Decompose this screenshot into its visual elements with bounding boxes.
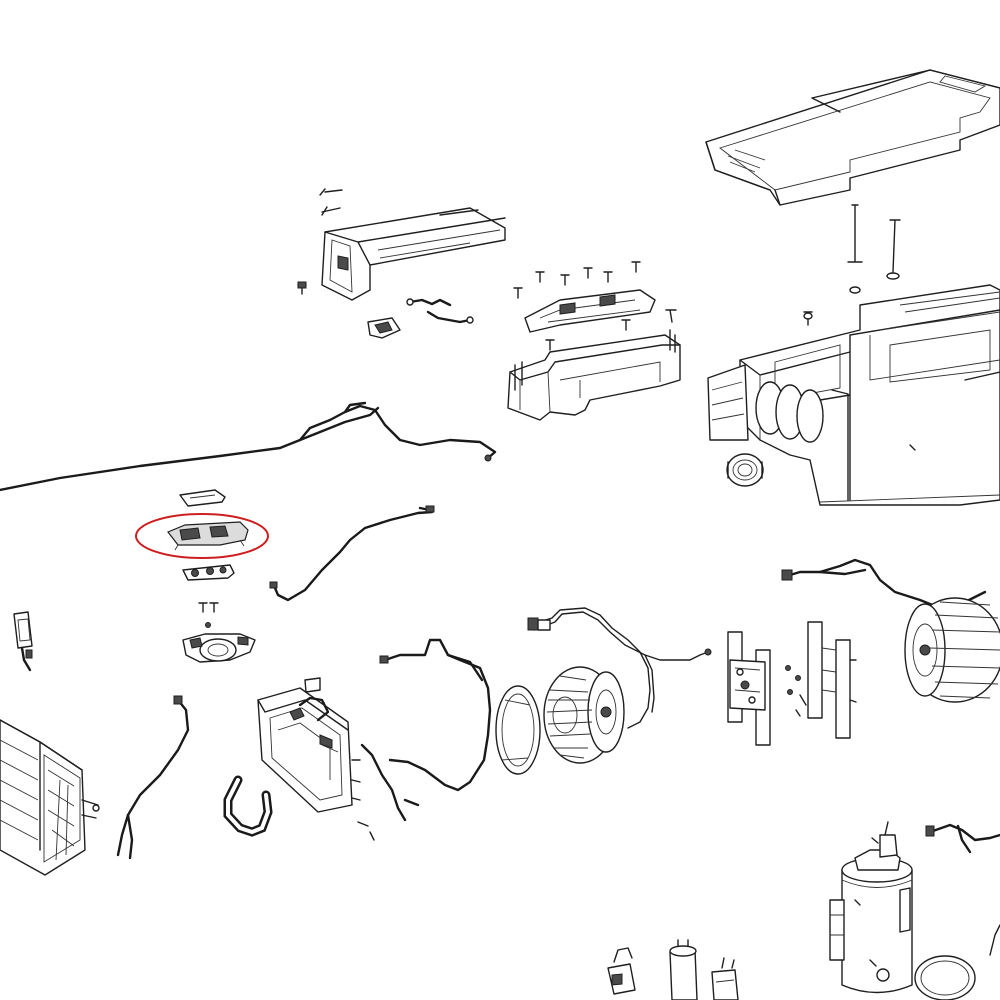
control-panel-housing[interactable] bbox=[321, 207, 506, 301]
display-board-bracket[interactable] bbox=[167, 521, 249, 551]
capacitor[interactable] bbox=[669, 939, 698, 1000]
fan-motor-wire[interactable] bbox=[379, 638, 492, 792]
power-cord[interactable] bbox=[0, 401, 497, 492]
signal-wire[interactable] bbox=[269, 505, 435, 602]
display-board-screws bbox=[198, 602, 219, 628]
compressor-wire[interactable] bbox=[925, 823, 1000, 854]
motor-screws bbox=[785, 665, 807, 717]
electrical-box[interactable] bbox=[257, 677, 375, 841]
sensor-probe[interactable] bbox=[13, 611, 33, 672]
fan-ring[interactable] bbox=[495, 685, 541, 775]
blower-fan-right[interactable] bbox=[904, 597, 1000, 703]
condensate-hose[interactable] bbox=[223, 775, 273, 837]
overload-protector[interactable] bbox=[711, 957, 739, 1000]
display-bracket bbox=[367, 298, 474, 339]
motor-bracket-left[interactable] bbox=[727, 631, 771, 746]
control-screws bbox=[297, 188, 343, 295]
highlight-ellipse bbox=[135, 513, 269, 559]
box-wire[interactable] bbox=[298, 696, 420, 822]
compressor[interactable] bbox=[829, 821, 913, 994]
screws bbox=[803, 204, 901, 326]
center-bracket-assembly[interactable] bbox=[507, 289, 681, 421]
display-board-cover[interactable] bbox=[179, 489, 226, 507]
relay-parts[interactable] bbox=[607, 947, 636, 995]
screws-row bbox=[513, 261, 677, 351]
main-base-housing[interactable] bbox=[707, 284, 1000, 506]
display-board-clip[interactable] bbox=[182, 564, 235, 581]
drain-plug bbox=[726, 453, 764, 487]
capillary-tube[interactable] bbox=[527, 607, 712, 729]
top-cover-panel[interactable] bbox=[705, 69, 1000, 206]
compressor-ring bbox=[914, 924, 1000, 1000]
motor-bracket-right[interactable] bbox=[807, 621, 857, 739]
display-board-mount[interactable] bbox=[182, 633, 256, 663]
blower-wheel[interactable] bbox=[543, 666, 625, 764]
evaporator-coil[interactable] bbox=[0, 719, 100, 876]
evaporator-sensor-wire[interactable] bbox=[116, 695, 190, 860]
